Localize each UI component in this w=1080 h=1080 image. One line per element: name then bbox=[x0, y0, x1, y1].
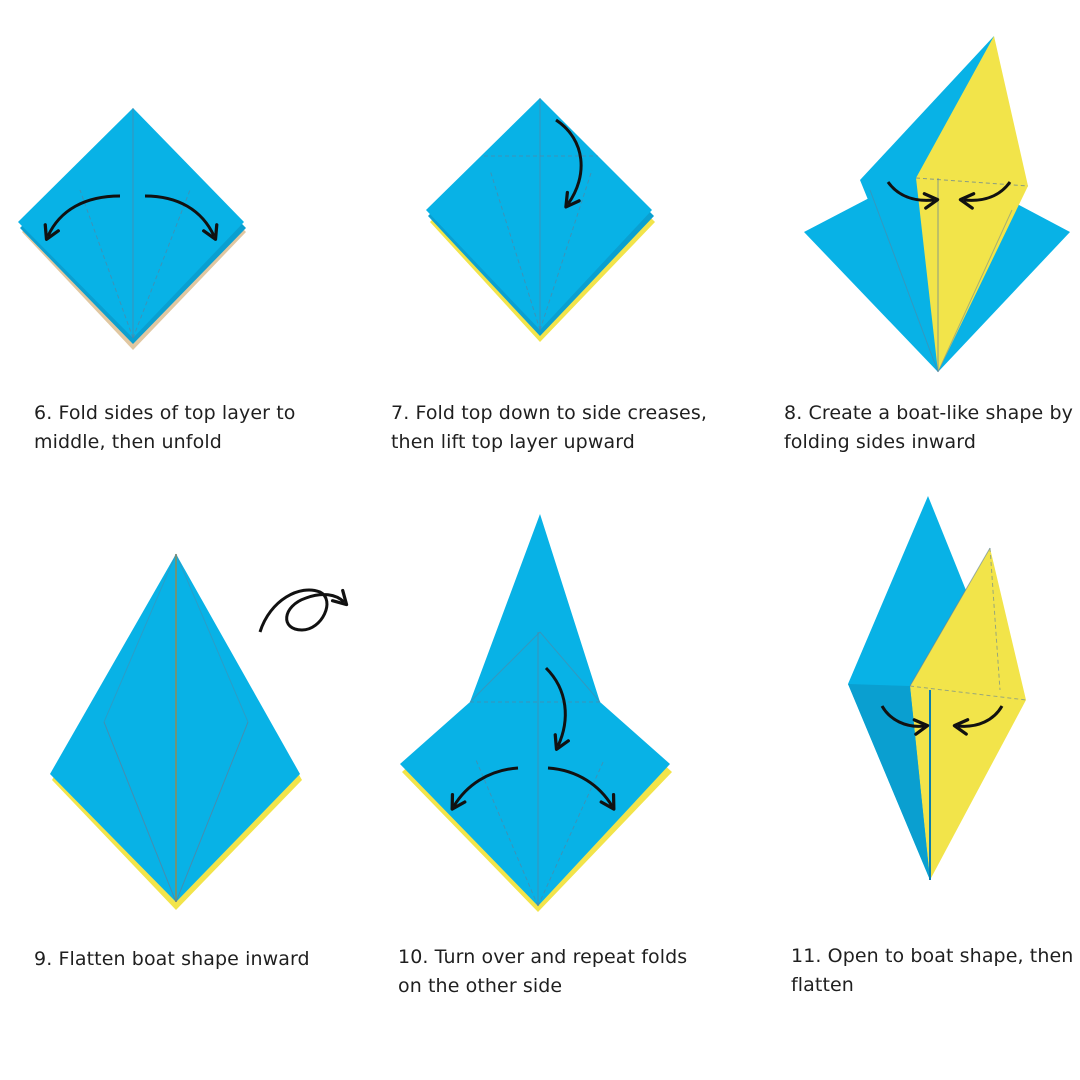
caption-line: 9. Flatten boat shape inward bbox=[34, 948, 310, 970]
caption-line: 6. Fold sides of top layer to bbox=[34, 402, 296, 424]
curved-arrow-icon bbox=[43, 194, 121, 241]
curved-arrow-icon bbox=[886, 181, 940, 210]
caption-line: 7. Fold top down to side creases, bbox=[391, 402, 707, 424]
curved-arrow-icon bbox=[544, 666, 570, 751]
step-10-caption: 10. Turn over and repeat folds on the ot… bbox=[398, 943, 687, 1001]
caption-line: then lift top layer upward bbox=[391, 431, 635, 453]
step-7-caption: 7. Fold top down to side creases, then l… bbox=[391, 399, 707, 457]
turn-over-icon bbox=[258, 588, 349, 633]
step-8-caption: 8. Create a boat-like shape by folding s… bbox=[784, 399, 1073, 457]
curved-arrow-icon bbox=[555, 118, 583, 209]
step-7-diagram bbox=[426, 98, 655, 342]
curved-arrow-icon bbox=[952, 705, 1004, 736]
curved-arrow-icon bbox=[547, 766, 616, 811]
step-11-caption: 11. Open to boat shape, then flatten bbox=[791, 942, 1073, 1000]
caption-line: folding sides inward bbox=[784, 431, 976, 453]
caption-line: 11. Open to boat shape, then bbox=[791, 945, 1074, 967]
step-8-diagram bbox=[804, 36, 1070, 373]
caption-line: on the other side bbox=[398, 975, 563, 997]
step-9-caption: 9. Flatten boat shape inward bbox=[34, 945, 310, 974]
curved-arrow-icon bbox=[958, 181, 1012, 210]
caption-line: 10. Turn over and repeat folds bbox=[398, 946, 688, 968]
step-6-caption: 6. Fold sides of top layer to middle, th… bbox=[34, 399, 296, 457]
caption-line: flatten bbox=[791, 974, 854, 996]
step-6-diagram bbox=[18, 108, 246, 350]
curved-arrow-icon bbox=[450, 766, 519, 811]
step-10-diagram bbox=[400, 514, 672, 912]
curved-arrow-icon bbox=[880, 705, 930, 736]
step-9-diagram bbox=[50, 553, 349, 910]
caption-line: 8. Create a boat-like shape by bbox=[784, 402, 1073, 424]
step-11-diagram bbox=[848, 496, 1027, 880]
curved-arrow-icon bbox=[144, 194, 219, 241]
caption-line: middle, then unfold bbox=[34, 431, 222, 453]
